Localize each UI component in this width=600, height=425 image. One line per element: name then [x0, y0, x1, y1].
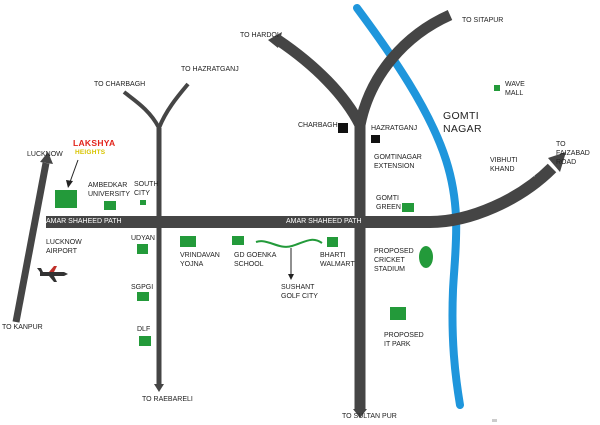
udyan-label: UDYAN	[131, 235, 155, 242]
charbagh-place-label: CHARBAGH	[298, 122, 338, 129]
lakshya-heights-site	[55, 190, 77, 208]
amar-shaheed-west-label: AMAR SHAHEED PATH	[46, 218, 122, 225]
to-sultanpur-label: TO SULTAN PUR	[342, 413, 397, 420]
faizabad-road-arrowhead	[548, 152, 566, 172]
brand-heights: HEIGHTS	[75, 149, 106, 156]
sgpgi-marker	[137, 292, 149, 301]
bharti-walmart-label: BHARTI WALMART	[320, 252, 355, 268]
hardoi-arrowhead	[268, 32, 282, 48]
vibhuti-khand-label: VIBHUTI KHAND	[490, 157, 518, 173]
amar-shaheed-path-road	[46, 163, 557, 228]
hardoi-branch	[274, 35, 365, 128]
to-hardoi-label: TO HARDOI	[240, 32, 279, 39]
gd-goenka-school-label: GD GOENKA SCHOOL	[234, 252, 277, 268]
wave-mall-marker	[494, 85, 500, 91]
dlf-marker	[139, 336, 151, 346]
bharti-walmart-marker	[327, 237, 338, 247]
proposed-it-park-label: PROPOSED IT PARK	[384, 332, 424, 348]
vrindavan-yojna-marker	[180, 236, 196, 247]
gomti-green-marker	[402, 203, 414, 212]
dlf-label: DLF	[137, 326, 151, 333]
gomti-river	[353, 4, 464, 409]
charbagh-marker	[338, 123, 348, 133]
lucknow-road-arrowhead	[40, 152, 53, 164]
to-sitapur-label: TO SITAPUR	[462, 17, 504, 24]
to-raebareli-label: TO RAEBARELI	[142, 396, 193, 403]
gomtinagar-extension-label: GOMTINAGAR EXTENSION	[374, 154, 422, 170]
ambedkar-university-marker	[104, 201, 116, 210]
airplane-icon	[37, 266, 68, 282]
gd-goenka-marker	[232, 236, 244, 245]
gomti-nagar-area-label: GOMTI NAGAR	[443, 110, 482, 135]
sultanpur-arrowhead	[353, 409, 367, 418]
south-city-marker	[140, 200, 146, 205]
lucknow-kanpur-road	[12, 162, 50, 323]
wave-mall-label: WAVE MALL	[505, 81, 525, 97]
it-park-marker	[390, 307, 406, 320]
vrindavan-yojna-label: VRINDAVAN YOJNA	[180, 252, 220, 268]
hazratganj-branch	[157, 82, 190, 129]
lucknow-label: LUCKNOW	[27, 151, 63, 158]
brand-lakshya: LAKSHYA	[73, 138, 116, 148]
cricket-stadium-marker	[419, 246, 433, 268]
hazratganj-marker	[371, 135, 380, 143]
south-city-label: SOUTH CITY	[134, 181, 159, 197]
lakshya-pointer	[69, 159, 79, 183]
to-charbagh-label: TO CHARBAGH	[94, 81, 146, 88]
to-faizabad-road-label: TO FAIZABAD ROAD	[556, 141, 590, 166]
charbagh-branch	[122, 90, 161, 129]
proposed-cricket-stadium-label: PROPOSED CRICKET STADIUM	[374, 248, 414, 273]
raebareli-arrowhead	[154, 384, 164, 392]
ambedkar-university-label: AMBEDKAR UNIVERSITY	[88, 182, 131, 198]
hazratganj-place-label: HAZRATGANJ	[371, 125, 418, 132]
gomti-green-label: GOMTI GREEN	[376, 195, 401, 211]
golf-course-path	[255, 238, 323, 248]
sgpgi-label: SGPGI	[131, 284, 154, 291]
udyan-marker	[137, 244, 148, 254]
corner-mark	[492, 419, 497, 422]
sitapur-branch	[354, 9, 453, 127]
amar-shaheed-mid-label: AMAR SHAHEED PATH	[286, 218, 362, 225]
to-hazratganj-label: TO HAZRATGANJ	[181, 66, 239, 73]
sushant-golf-city-label: SUSHANT GOLF CITY	[281, 284, 318, 300]
lucknow-airport-label: LUCKNOW AIRPORT	[46, 239, 82, 255]
to-kanpur-label: TO KANPUR	[2, 324, 43, 331]
